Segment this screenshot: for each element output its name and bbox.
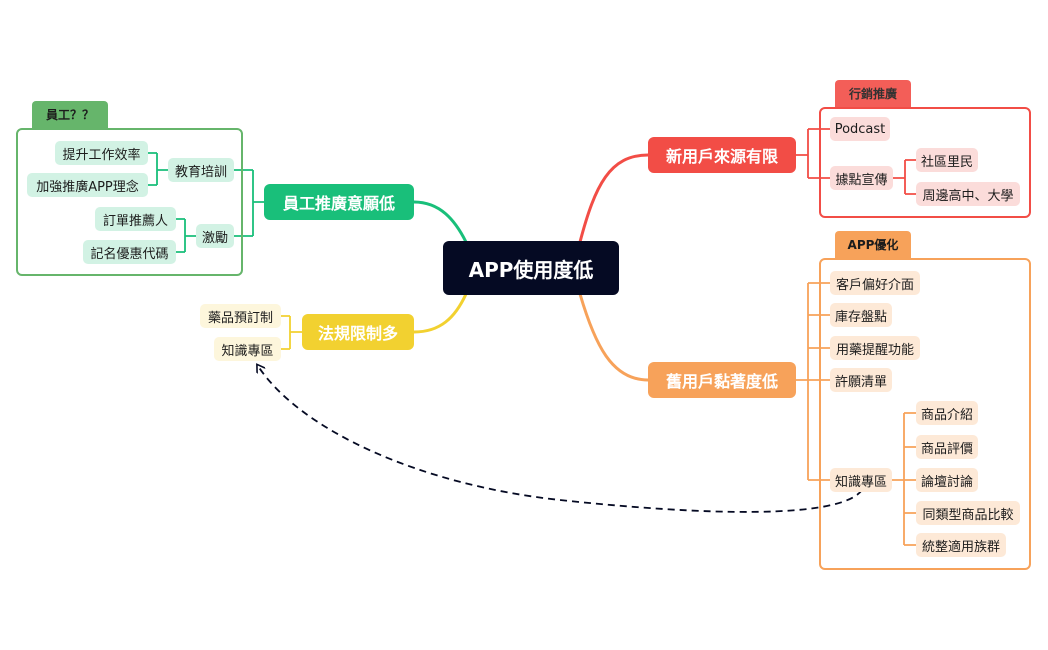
connector-new-users-to-children bbox=[796, 128, 830, 179]
staff-group-frame bbox=[16, 128, 243, 276]
topic-promote-concept[interactable]: 加強推廣APP理念 bbox=[27, 173, 148, 197]
topic-podcast[interactable]: Podcast bbox=[830, 117, 890, 141]
connector-staff-to-children bbox=[234, 169, 264, 237]
app-optimization-group-tag: APP優化 bbox=[835, 231, 911, 258]
topic-product-reviews[interactable]: 商品評價 bbox=[916, 435, 978, 459]
marketing-group-frame bbox=[819, 107, 1031, 218]
topic-product-compare[interactable]: 同類型商品比較 bbox=[916, 501, 1020, 525]
marketing-group-tag: 行銷推廣 bbox=[835, 80, 911, 107]
topic-community-residents[interactable]: 社區里民 bbox=[916, 148, 978, 172]
topic-inventory[interactable]: 庫存盤點 bbox=[830, 303, 892, 327]
relationship-arrow bbox=[258, 366, 863, 513]
topic-regulation-knowledge-zone[interactable]: 知識專區 bbox=[214, 337, 281, 361]
app-optimization-group-frame bbox=[819, 258, 1031, 570]
topic-knowledge-zone[interactable]: 知識專區 bbox=[830, 468, 892, 492]
topic-training[interactable]: 教育培訓 bbox=[168, 158, 234, 182]
topic-medication-reminder[interactable]: 用藥提醒功能 bbox=[830, 336, 920, 360]
branch-old-users[interactable]: 舊用戶黏著度低 bbox=[648, 362, 796, 398]
connector-central-old-users bbox=[578, 293, 649, 382]
connector-central-new-users bbox=[578, 153, 649, 243]
branch-regulation[interactable]: 法規限制多 bbox=[302, 314, 414, 350]
topic-efficiency[interactable]: 提升工作效率 bbox=[55, 141, 148, 165]
central-topic[interactable]: APP使用度低 bbox=[443, 241, 619, 295]
branch-new-users[interactable]: 新用戶來源有限 bbox=[648, 137, 796, 173]
connector-central-regulation bbox=[413, 293, 468, 334]
topic-nearby-schools[interactable]: 周邊高中、大學 bbox=[916, 182, 1020, 206]
topic-target-groups[interactable]: 統整適用族群 bbox=[916, 533, 1006, 557]
connector-incentive-children bbox=[176, 218, 196, 253]
branch-staff[interactable]: 員工推廣意願低 bbox=[264, 184, 414, 220]
staff-group-tag: 員工？？ bbox=[32, 101, 108, 128]
topic-hub-promo[interactable]: 據點宣傳 bbox=[830, 166, 893, 190]
connector-central-staff bbox=[413, 200, 468, 243]
topic-preference-ui[interactable]: 客戶偏好介面 bbox=[830, 271, 920, 295]
connector-hub-promo-children bbox=[893, 159, 916, 195]
connector-regulation-children bbox=[281, 315, 302, 350]
topic-named-coupon[interactable]: 記名優惠代碼 bbox=[83, 240, 176, 264]
topic-wishlist[interactable]: 許願清單 bbox=[830, 368, 892, 392]
topic-order-referrer[interactable]: 訂單推薦人 bbox=[95, 207, 176, 231]
topic-forum[interactable]: 論壇討論 bbox=[916, 468, 978, 492]
topic-drug-preorder[interactable]: 藥品預訂制 bbox=[200, 304, 281, 328]
connector-knowledge-children bbox=[892, 412, 916, 546]
topic-incentive[interactable]: 激勵 bbox=[196, 224, 234, 248]
connector-training-children bbox=[148, 152, 168, 186]
topic-product-intro[interactable]: 商品介紹 bbox=[916, 401, 978, 425]
